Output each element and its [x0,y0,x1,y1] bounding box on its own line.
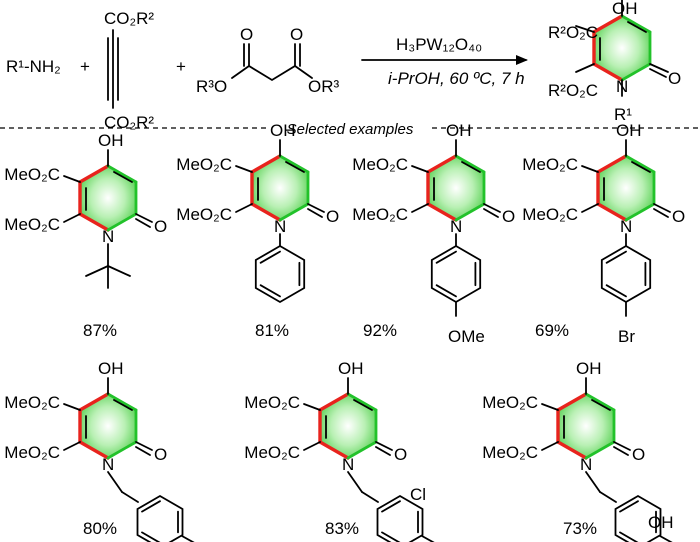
yield-label: 81% [255,321,289,340]
ring-n-label: N [102,227,114,246]
yield-label: 80% [83,519,117,538]
ester-label-top: MeO₂C [176,155,232,174]
malonate-o2: O [290,25,303,44]
generic-product: OH R²O₂C R²O₂C N O R¹ [548,0,681,124]
yield-label: 69% [535,321,569,340]
malonate-reactant: O O R³O OR³ [196,25,340,96]
amine-reactant: R¹-NH₂ [6,57,61,76]
ester-label-top: MeO₂C [352,155,408,174]
ring-n-label: N [102,455,114,474]
yield-label: 92% [363,321,397,340]
ester-label-bottom: MeO₂C [352,205,408,224]
malonate-o1: O [240,25,253,44]
ring-n-label: N [450,217,462,236]
alkyne-top-ester: CO₂R² [104,9,154,28]
para-substituent-label: Br [618,327,635,346]
generic-o: O [668,69,681,88]
hydroxyl-label: OH [446,121,472,140]
ring-n-label: N [274,217,286,236]
ester-label-top: MeO₂C [4,165,60,184]
ring-n-label: N [620,217,632,236]
ester-label-top: MeO₂C [244,393,300,412]
carbonyl-o-label: O [326,207,339,226]
carbonyl-o-label: O [502,207,515,226]
example-molecule: OH MeO₂C MeO₂C O N 80% [4,359,195,542]
ring-n-label: N [342,455,354,474]
yield-label: 87% [83,321,117,340]
divider-label: Selected examples [287,121,414,138]
ester-label-bottom: MeO₂C [522,205,578,224]
hydroxyl-label: OH [98,359,124,378]
alkyne-reactant: CO₂R² CO₂R² [104,9,154,132]
example-molecule: OH MeO₂C MeO₂C O N 81% [176,121,339,340]
ester-label-top: MeO₂C [4,393,60,412]
ester-label-top: MeO₂C [482,393,538,412]
generic-n: N [616,77,628,96]
hydroxyl-label: OH [270,121,296,140]
plus-sign-1: + [80,57,90,76]
examples-group: OH MeO₂C MeO₂C O N 87% OH MeO₂C MeO₂C O N 81% OH MeO₂… [4,121,685,542]
para-substituent-label: OMe [448,327,485,346]
carbonyl-o-label: O [394,445,407,464]
carbonyl-o-label: O [154,217,167,236]
malonate-right-ester: OR³ [308,77,340,96]
example-molecule: OH MeO₂C MeO₂C O N Cl 83% [244,359,435,542]
reaction-arrow: H₃PW₁₂O₄₀ i-PrOH, 60 ºC, 7 h [361,35,528,88]
generic-ester-bottom: R²O₂C [548,81,598,100]
para-substituent-label: Cl [410,485,426,504]
carbonyl-o-label: O [154,445,167,464]
malonate-left-ester: R³O [196,77,227,96]
yield-label: 83% [325,519,359,538]
ester-label-bottom: MeO₂C [176,205,232,224]
ester-label-top: MeO₂C [522,155,578,174]
carbonyl-o-label: O [632,445,645,464]
ester-label-bottom: MeO₂C [4,215,60,234]
example-molecule: OH MeO₂C MeO₂C O N Br 69% [522,121,685,346]
ester-label-bottom: MeO₂C [244,443,300,462]
ester-label-bottom: MeO₂C [482,443,538,462]
generic-oh: OH [612,0,638,18]
generic-ester-top: R²O₂C [548,23,598,42]
conditions-label: i-PrOH, 60 ºC, 7 h [388,69,525,88]
catalyst-label: H₃PW₁₂O₄₀ [396,35,482,54]
para-substituent-label: OH [648,513,674,532]
ring-n-label: N [580,455,592,474]
carbonyl-o-label: O [672,207,685,226]
ester-label-bottom: MeO₂C [4,443,60,462]
example-molecule: OH MeO₂C MeO₂C O N 87% [4,131,167,340]
alkyne-bottom-ester: CO₂R² [104,113,154,132]
example-molecule: OH MeO₂C MeO₂C O N OH 73% [482,359,674,542]
yield-label: 73% [563,519,597,538]
plus-sign-2: + [176,57,186,76]
hydroxyl-label: OH [98,131,124,150]
hydroxyl-label: OH [576,359,602,378]
example-molecule: OH MeO₂C MeO₂C O N OMe 92% [352,121,515,346]
hydroxyl-label: OH [616,121,642,140]
hydroxyl-label: OH [338,359,364,378]
reaction-equation: R¹-NH₂ + CO₂R² CO₂R² + O O R³O OR³ H [6,0,681,132]
generic-r1: R¹ [614,105,632,124]
